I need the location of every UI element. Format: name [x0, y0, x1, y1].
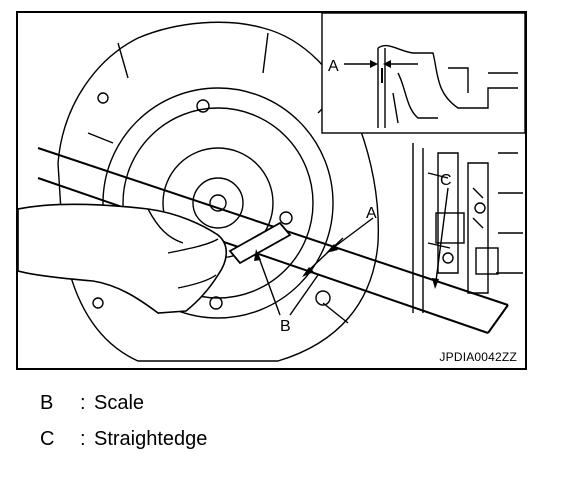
legend-colon: :: [80, 428, 86, 450]
hand: [18, 203, 228, 314]
transmission-case: [412, 143, 523, 313]
legend-text: Straightedge: [94, 428, 208, 450]
figure-code: JPDIA0042ZZ: [439, 350, 517, 364]
transmission-illustration: A A B C: [18, 13, 525, 362]
scale: [228, 221, 292, 265]
legend-item-straightedge: C: Straightedge: [40, 428, 207, 451]
label-b: B: [280, 318, 291, 335]
legend-letter: B: [40, 392, 54, 414]
legend-colon: :: [80, 392, 86, 414]
diagram-figure: A A B C JPDIA0042ZZ: [16, 11, 527, 370]
label-c: C: [440, 172, 452, 189]
label-a-inset: A: [328, 58, 339, 75]
legend-text: Scale: [94, 392, 145, 414]
torque-converter: [102, 87, 334, 319]
label-a-main: A: [366, 205, 377, 222]
legend-letter: C: [40, 428, 55, 450]
legend-item-scale: B: Scale: [40, 392, 144, 415]
